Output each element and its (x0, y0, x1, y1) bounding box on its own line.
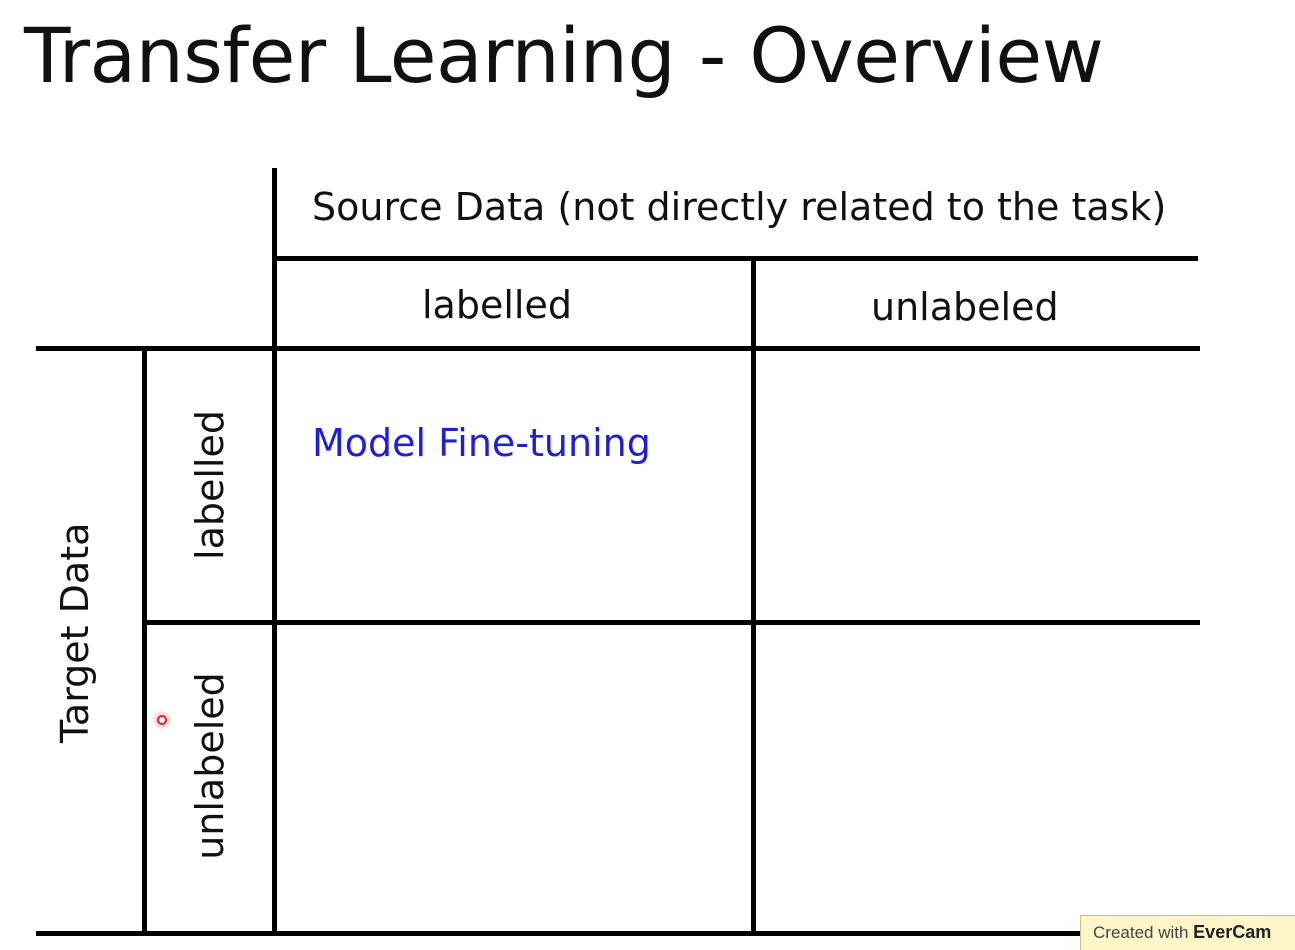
target-row-unlabeled: unlabeled (188, 672, 232, 860)
slide-title: Transfer Learning - Overview (24, 11, 1104, 100)
source-column-unlabeled: unlabeled (871, 285, 1059, 329)
source-data-header: Source Data (not directly related to the… (312, 185, 1167, 229)
grid-line-under-source-header (272, 256, 1198, 261)
target-data-header: Target Data (53, 522, 97, 743)
evercam-watermark: Created with EverCam (1080, 915, 1295, 950)
grid-line-row-divider (142, 620, 1200, 625)
grid-line-left-header (272, 168, 277, 936)
watermark-prefix: Created with (1093, 923, 1194, 942)
target-row-labelled: labelled (188, 410, 232, 560)
watermark-brand: EverCam (1193, 922, 1272, 942)
grid-line-under-column-labels (36, 346, 1200, 351)
cell-model-fine-tuning: Model Fine-tuning (312, 421, 651, 465)
grid-line-bottom (36, 931, 1116, 936)
source-column-labelled: labelled (422, 283, 572, 327)
grid-line-target-divider (142, 348, 147, 936)
grid-line-middle (751, 258, 756, 936)
pointer-cursor-icon (153, 711, 171, 729)
